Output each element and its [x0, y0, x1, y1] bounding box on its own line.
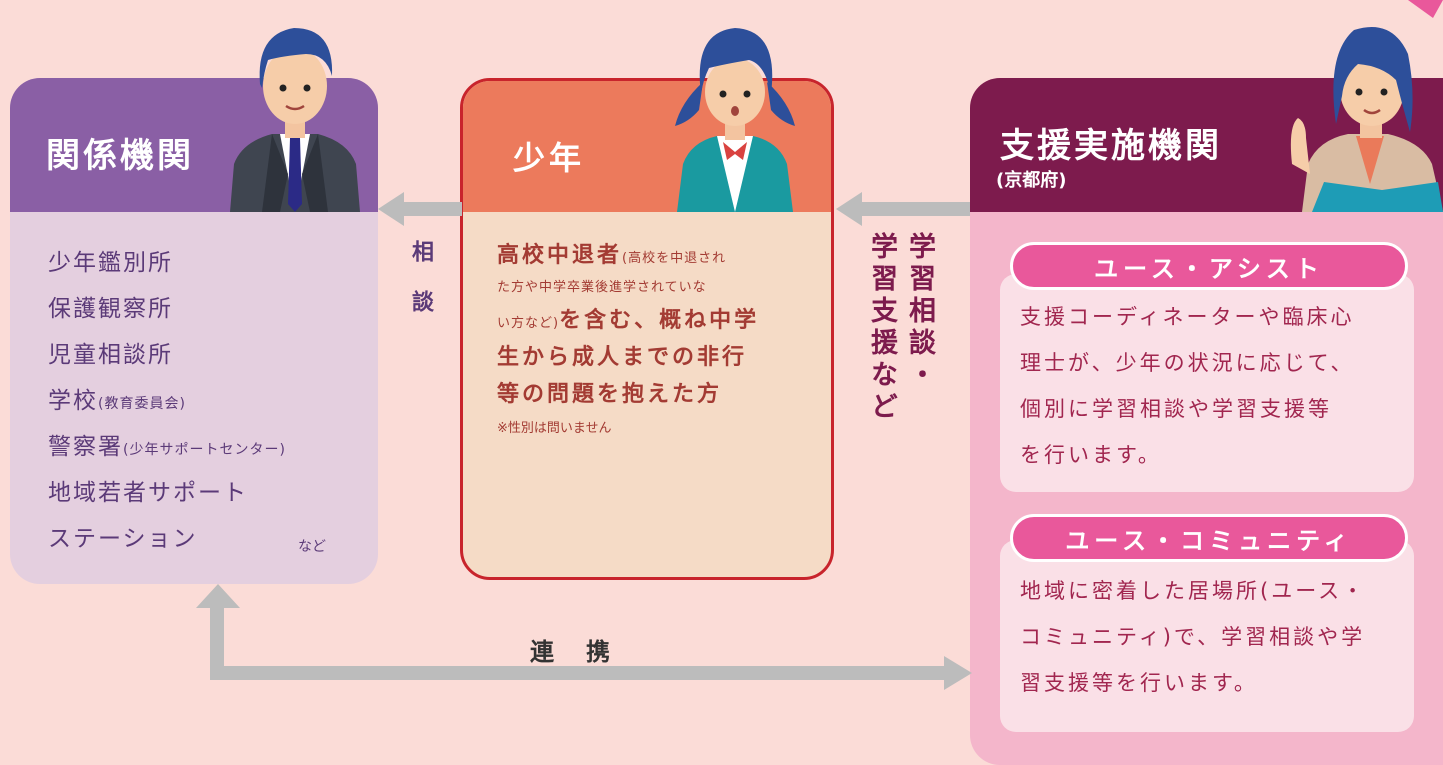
consult-arrowhead	[378, 192, 404, 226]
study-label-col1: 学習相談・	[904, 232, 935, 392]
list-item: 地域若者サポート	[48, 480, 248, 506]
cooperation-arrow	[196, 584, 972, 690]
assist-text-line: 個別に学習相談や学習支援等	[1020, 397, 1332, 421]
community-text-line: 地域に密着した居場所(ユース・	[1020, 579, 1367, 603]
gender-note: ※性別は問いません	[497, 421, 612, 436]
study-label-col2: 学習支援など	[866, 232, 897, 424]
woman-illustration	[1290, 27, 1443, 212]
consult-arrow-shaft	[400, 202, 462, 216]
list-item: 児童相談所	[48, 342, 173, 368]
assist-text-line: 支援コーディネーターや臨床心	[1020, 305, 1355, 329]
pointer-triangle	[1408, 0, 1443, 18]
support-agency-subtitle: (京都府)	[996, 170, 1067, 191]
related-agencies-title: 関係機関	[46, 136, 194, 176]
list-item: 保護観察所	[48, 296, 173, 322]
list-item: 少年鑑別所	[48, 250, 173, 276]
assist-text-line: 理士が、少年の状況に応じて、	[1020, 351, 1355, 375]
youth-community-label: ユース・コミュニティ	[1010, 514, 1408, 562]
support-arrowhead	[836, 192, 862, 226]
community-text-line: コミュニティ)で、学習相談や学	[1020, 625, 1366, 649]
support-arrow-shaft	[858, 202, 970, 216]
agency-list: 少年鑑別所 保護観察所 児童相談所 学校(教育委員会) 警察署(少年サポートセン…	[48, 240, 286, 562]
consult-label: 相談	[408, 240, 433, 340]
list-item: 学校(教育委員会)	[48, 388, 186, 414]
girl-illustration	[675, 28, 795, 212]
community-text-line: 習支援等を行います。	[1020, 671, 1258, 695]
assist-text-line: を行います。	[1020, 443, 1162, 467]
youth-assist-box: 支援コーディネーターや臨床心 理士が、少年の状況に応じて、 個別に学習相談や学習…	[1000, 274, 1414, 492]
list-item: ステーション	[48, 526, 198, 552]
youth-community-box: 地域に密着した居場所(ユース・ コミュニティ)で、学習相談や学 習支援等を行いま…	[1000, 540, 1414, 732]
youth-title: 少年	[513, 139, 586, 177]
man-illustration	[230, 28, 360, 212]
list-item: 警察署(少年サポートセンター)	[48, 434, 286, 460]
youth-assist-label: ユース・アシスト	[1010, 242, 1408, 290]
cooperation-label: 連 携	[530, 638, 614, 666]
support-agency-title: 支援実施機関	[1000, 126, 1222, 166]
etc-label: など	[298, 539, 326, 555]
related-agencies-card: 関係機関 少年鑑別所 保護観察所 児童相談所 学校(教育委員会) 警察署(少年サ…	[10, 78, 378, 584]
youth-description: 高校中退者(高校を中退され た方や中学卒業後進学されていな い方など)を含む、概…	[497, 237, 817, 436]
